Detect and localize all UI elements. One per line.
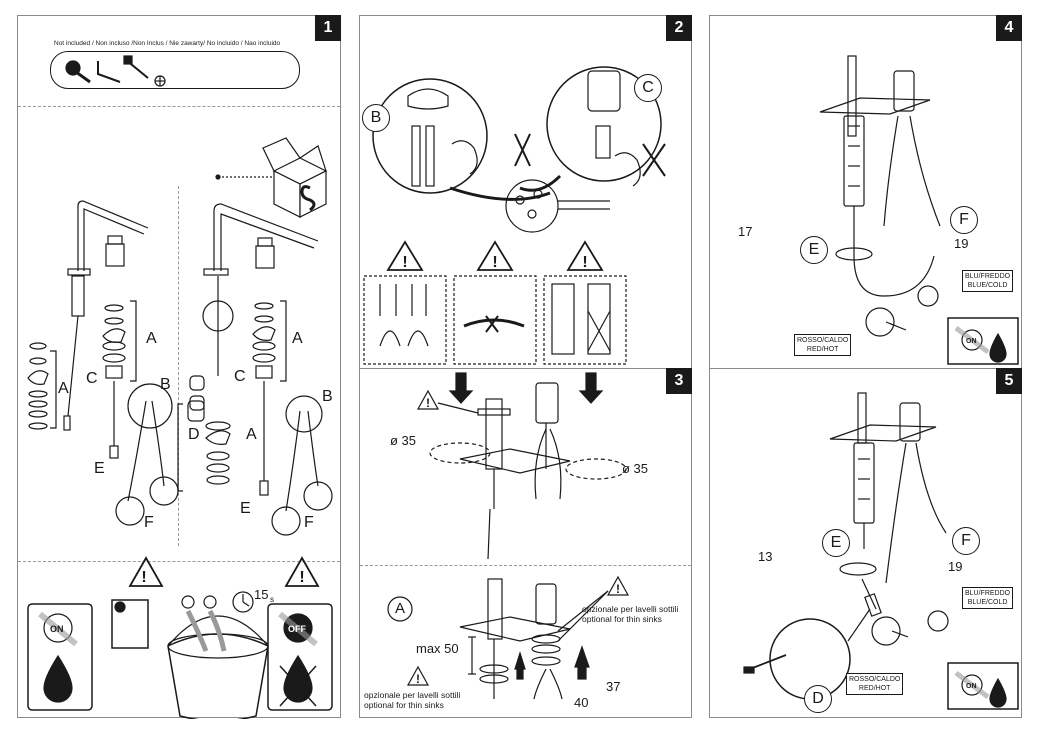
on-box: [27, 603, 93, 711]
diameter-left: ø 35: [390, 433, 417, 448]
wrench-size-17: 17: [738, 224, 753, 239]
step-1-panel: 1 Not included / Non incluso /Non Inclus…: [17, 15, 341, 719]
label-E: E: [94, 460, 105, 477]
wrench-size-40: 40: [574, 695, 589, 710]
svg-text:!: !: [299, 569, 304, 586]
wrench-size-13: 13: [758, 549, 773, 564]
bucket: [167, 591, 269, 719]
callout-C: C: [634, 74, 662, 102]
faucet-right: [202, 203, 319, 376]
wrench-size-37: 37: [606, 679, 621, 694]
label-A: A: [395, 600, 406, 617]
diameter-right: ø 35: [622, 461, 649, 476]
hot-tag: ROSSO/CALDO RED/HOT: [794, 334, 852, 356]
timer-unit: s: [270, 595, 274, 604]
faucet-left: [63, 200, 149, 431]
step-4-drawing: [819, 55, 1019, 365]
on-text: ON: [50, 624, 64, 634]
svg-text:!: !: [402, 254, 407, 271]
on-text: ON: [966, 683, 977, 690]
hot-tag: ROSSO/CALDO RED/HOT: [846, 673, 904, 695]
step-4-panel: 4 17 19 E F BLU/FREDDO BLUE/COLD ROSSO/C…: [709, 15, 1022, 369]
optional-text-right: opzionale per lavelli sottili optional f…: [582, 604, 679, 624]
wrench-size-19: 19: [948, 559, 963, 574]
parts-stack-left: [27, 300, 179, 526]
label-E: E: [240, 500, 251, 517]
label-C: C: [86, 370, 98, 387]
label-F: F: [144, 514, 154, 531]
screwdriver-icon: [123, 55, 149, 79]
svg-text:!: !: [416, 672, 420, 686]
wrench-size-19: 19: [954, 236, 969, 251]
tools-box: [50, 51, 300, 89]
callout-E: E: [822, 529, 850, 557]
phillips-icon: [154, 75, 166, 87]
step-number: 1: [315, 15, 341, 41]
callout-F: F: [950, 206, 978, 234]
svg-text:!: !: [426, 396, 430, 410]
svg-text:!: !: [582, 254, 587, 271]
max-label: max 50: [416, 641, 459, 656]
label-A: A: [246, 426, 257, 443]
label-B: B: [160, 376, 171, 393]
optional-text-left: opzionale per lavelli sottili optional f…: [364, 690, 461, 710]
label-A: A: [292, 330, 303, 347]
off-text: OFF: [288, 624, 306, 634]
cold-tag: BLU/FREDDO BLUE/COLD: [962, 587, 1014, 609]
hex-key-icon: [97, 61, 121, 83]
not-included-text: Not included / Non incluso /Non Inclus /…: [54, 40, 281, 47]
step-3-panel: 3: [359, 368, 692, 718]
step-2-drawing: !!!: [363, 66, 666, 365]
label-A: A: [58, 380, 69, 397]
callout-D: D: [804, 685, 832, 713]
wrench-icon: [65, 60, 91, 84]
label-F: F: [304, 514, 314, 531]
callout-E: E: [800, 236, 828, 264]
step-2-panel: 2: [359, 15, 692, 369]
step-number: 3: [666, 368, 692, 394]
on-text: ON: [966, 338, 977, 345]
label-C: C: [234, 368, 246, 385]
parts-stack-right: [177, 300, 333, 536]
timer-value: 15: [254, 587, 269, 602]
label-A: A: [146, 330, 157, 347]
svg-text:!: !: [616, 582, 620, 596]
package-box-icon: [262, 137, 328, 218]
step-3-drawing: !!!: [387, 372, 630, 700]
svg-text:!: !: [141, 569, 146, 586]
svg-text:!: !: [492, 254, 497, 271]
label-B: B: [322, 388, 333, 405]
callout-B: B: [362, 104, 390, 132]
warning-left: [111, 556, 164, 649]
step-5-panel: 5 13 19 E F D BLU/FREDDO BLUE/COLD RO: [709, 368, 1022, 718]
callout-F: F: [952, 527, 980, 555]
step-number: 4: [996, 15, 1022, 41]
step-1-drawing: ! !: [27, 55, 333, 719]
step-number: 5: [996, 368, 1022, 394]
step-number: 2: [666, 15, 692, 41]
warning-right: [267, 556, 333, 711]
cold-tag: BLU/FREDDO BLUE/COLD: [962, 270, 1014, 292]
label-D: D: [188, 426, 200, 443]
